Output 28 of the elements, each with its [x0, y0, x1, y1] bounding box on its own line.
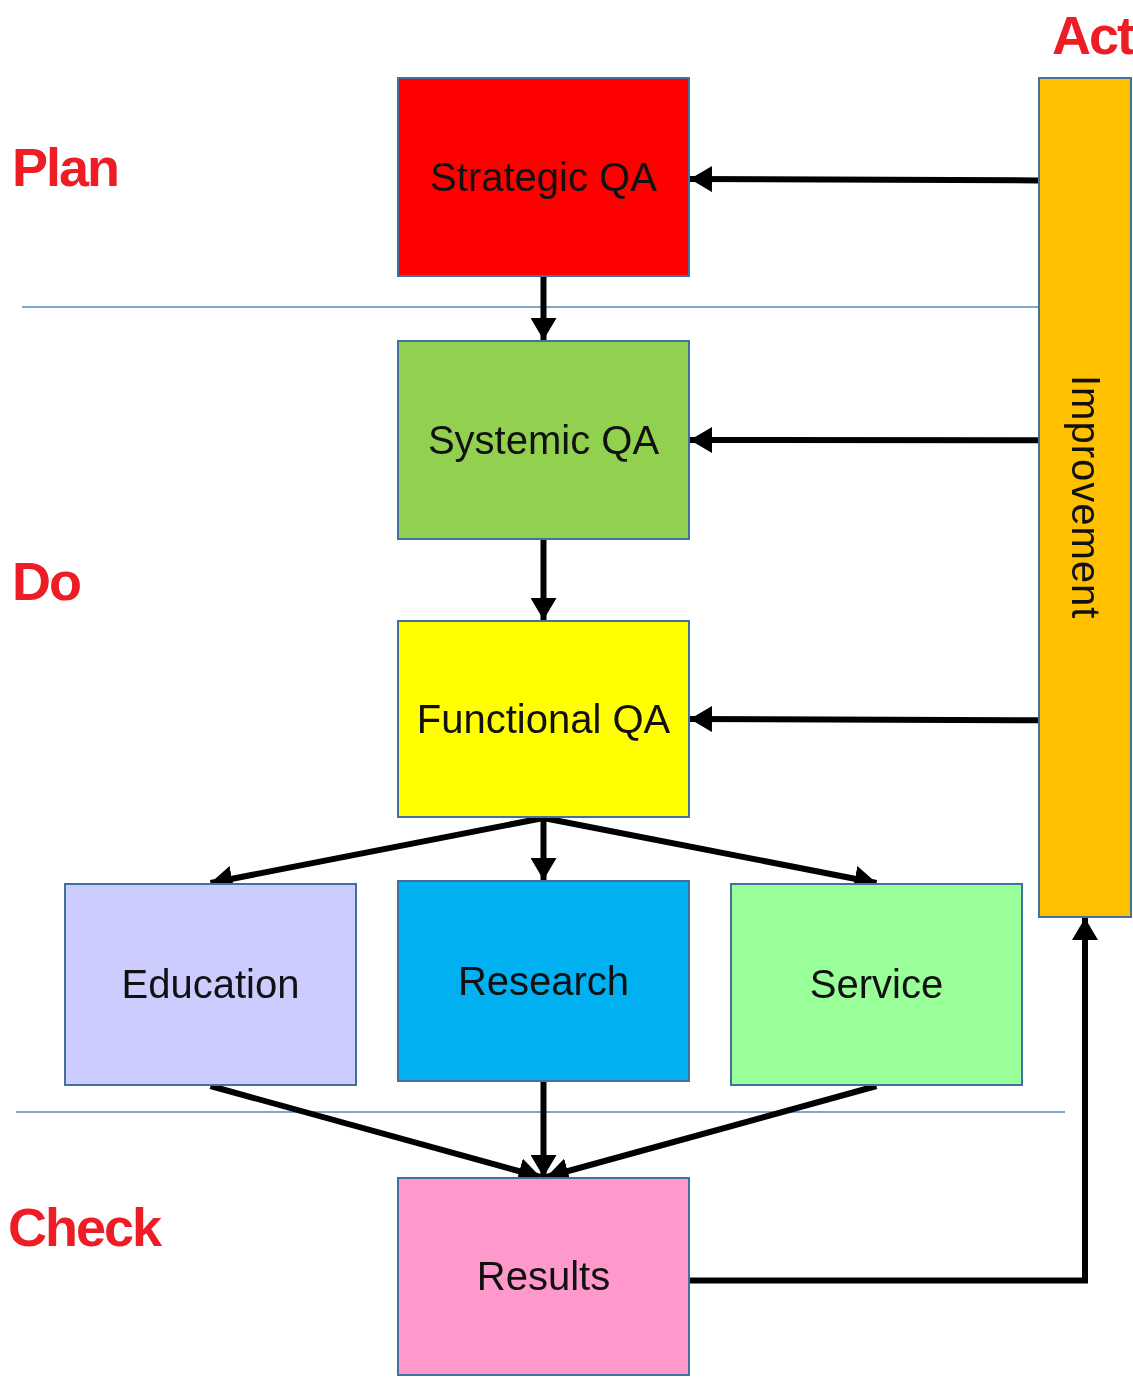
box-label: Systemic QA	[427, 417, 660, 463]
process-box	[397, 340, 690, 540]
box-label: Results	[476, 1254, 611, 1299]
box-label: Strategic QA	[430, 154, 657, 200]
arrow	[530, 818, 557, 880]
arrow	[690, 166, 1038, 193]
process-box	[397, 880, 690, 1082]
box-label: Service	[809, 962, 944, 1007]
arrow	[690, 427, 1038, 453]
box-label: Improvement	[1062, 375, 1108, 620]
process-box	[397, 77, 690, 277]
process-box	[397, 1177, 690, 1376]
process-box	[397, 620, 690, 818]
process-box	[64, 883, 357, 1086]
phase-label: Act	[1052, 4, 1133, 66]
box-label: Functional QA	[416, 696, 671, 742]
box-label: Education	[121, 962, 300, 1007]
box-label: Research	[457, 958, 630, 1004]
phase-label: Check	[8, 1196, 161, 1258]
arrow	[530, 277, 557, 340]
arrow	[690, 918, 1098, 1284]
phase-label: Plan	[12, 136, 119, 198]
process-box	[730, 883, 1023, 1086]
process-box	[1038, 77, 1132, 918]
arrow	[690, 706, 1038, 733]
arrow	[530, 540, 557, 620]
arrow	[530, 1082, 557, 1177]
phase-label: Do	[12, 550, 80, 612]
